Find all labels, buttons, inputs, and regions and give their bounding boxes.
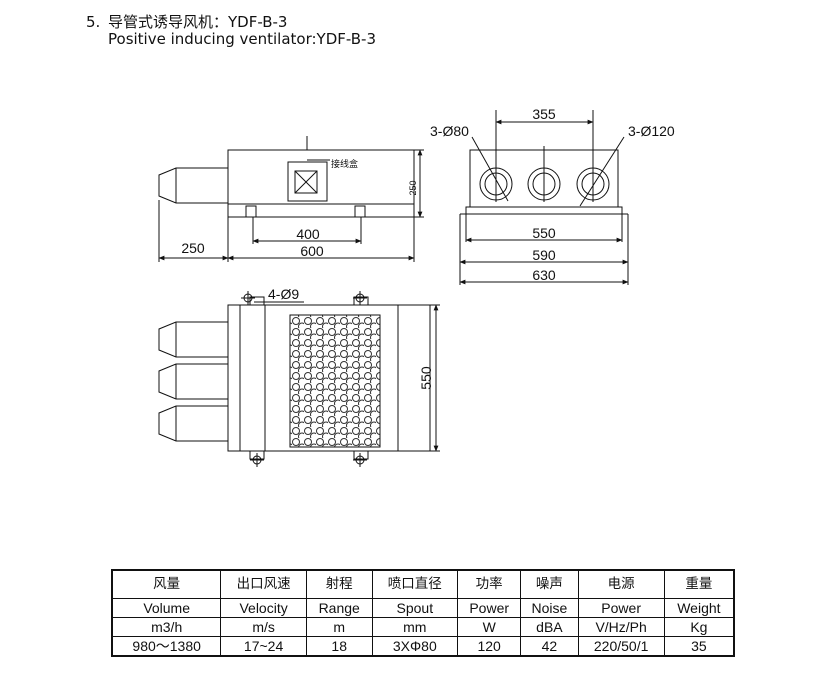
title-english: Positive inducing ventilator:YDF-B-3 xyxy=(108,30,377,48)
dim-front-width: 600 xyxy=(300,243,324,259)
spec-cell: 35 xyxy=(663,636,735,657)
spec-cell: W xyxy=(457,617,522,637)
spec-cell: 120 xyxy=(457,636,522,657)
dim-front-height: 250 xyxy=(408,180,418,195)
spec-row-unit: m3/h m/s m mm W dBA V/Hz/Ph Kg xyxy=(111,617,735,637)
top-grille xyxy=(289,314,381,448)
spec-cell: Noise xyxy=(520,598,579,618)
spec-cell: Kg xyxy=(663,617,735,637)
top-view xyxy=(158,291,440,467)
front-body xyxy=(227,149,415,218)
dim-nozzle-length: 250 xyxy=(181,240,205,256)
spec-cell: m xyxy=(305,617,373,637)
spec-cell: 17~24 xyxy=(220,636,307,657)
spec-cell: 风量 xyxy=(111,569,222,599)
spec-cell: 射程 xyxy=(305,569,373,599)
spec-cell: mm xyxy=(371,617,459,637)
spec-cell: Power xyxy=(457,598,522,618)
spec-cell: m3/h xyxy=(111,617,222,637)
spec-row-value: 980～1380 17~24 18 3XΦ80 120 42 220/50/1 … xyxy=(111,636,735,657)
spec-cell: 电源 xyxy=(577,569,665,599)
title-chinese: 导管式诱导风机：YDF-B-3 xyxy=(108,13,288,31)
dim-side-630: 630 xyxy=(532,267,556,283)
spec-row-zh: 风量 出口风速 射程 喷口直径 功率 噪声 电源 重量 xyxy=(111,569,735,599)
spec-cell: 噪声 xyxy=(520,569,579,599)
dim-side-590: 590 xyxy=(532,247,556,263)
front-bolt-right xyxy=(354,205,366,218)
front-nozzle xyxy=(158,167,228,204)
top-bolt-3 xyxy=(250,453,264,467)
top-body xyxy=(227,304,431,452)
spec-cell: dBA xyxy=(520,617,579,637)
section-number: 5. xyxy=(86,13,101,31)
spec-cell: 重量 xyxy=(663,569,735,599)
dim-hole-spacing: 355 xyxy=(532,106,556,122)
spec-cell: Velocity xyxy=(220,598,307,618)
spec-cell: 3XΦ80 xyxy=(371,636,459,657)
spec-cell: Power xyxy=(577,598,665,618)
side-view xyxy=(459,110,629,285)
top-bolt-1 xyxy=(241,291,255,305)
front-view xyxy=(158,136,424,262)
technical-drawing: 接线盒 250 250 400 600 xyxy=(158,106,675,467)
spec-cell: 220/50/1 xyxy=(577,636,665,657)
spec-table: 风量 出口风速 射程 喷口直径 功率 噪声 电源 重量 Volume Veloc… xyxy=(111,569,735,657)
top-nozzle-1 xyxy=(158,321,228,358)
top-bolts-label: 4-Ø9 xyxy=(268,286,299,302)
front-bolt-left xyxy=(245,205,257,218)
spec-cell: Range xyxy=(305,598,373,618)
spec-cell: m/s xyxy=(220,617,307,637)
dim-side-550: 550 xyxy=(532,225,556,241)
junction-box-label: 接线盒 xyxy=(331,158,358,170)
side-hole-large-label: 3-Ø120 xyxy=(628,123,675,139)
dim-top-depth: 550 xyxy=(418,366,434,390)
spec-cell: 980～1380 xyxy=(111,636,222,657)
spec-cell: Spout xyxy=(371,598,459,618)
top-nozzle-3 xyxy=(158,405,228,442)
spec-row-en: Volume Velocity Range Spout Power Noise … xyxy=(111,598,735,618)
spec-cell: Weight xyxy=(663,598,735,618)
spec-cell: V/Hz/Ph xyxy=(577,617,665,637)
spec-cell: 功率 xyxy=(457,569,522,599)
dim-bolt-spacing: 400 xyxy=(296,226,320,242)
spec-cell: 18 xyxy=(305,636,373,657)
spec-cell: Volume xyxy=(111,598,222,618)
junction-box xyxy=(287,161,328,202)
top-nozzle-2 xyxy=(158,363,228,400)
spec-cell: 出口风速 xyxy=(220,569,307,599)
spec-cell: 喷口直径 xyxy=(371,569,459,599)
top-bolt-2 xyxy=(353,291,367,305)
top-bolt-4 xyxy=(353,453,367,467)
side-hole-small-label: 3-Ø80 xyxy=(430,123,469,139)
spec-cell: 42 xyxy=(520,636,579,657)
